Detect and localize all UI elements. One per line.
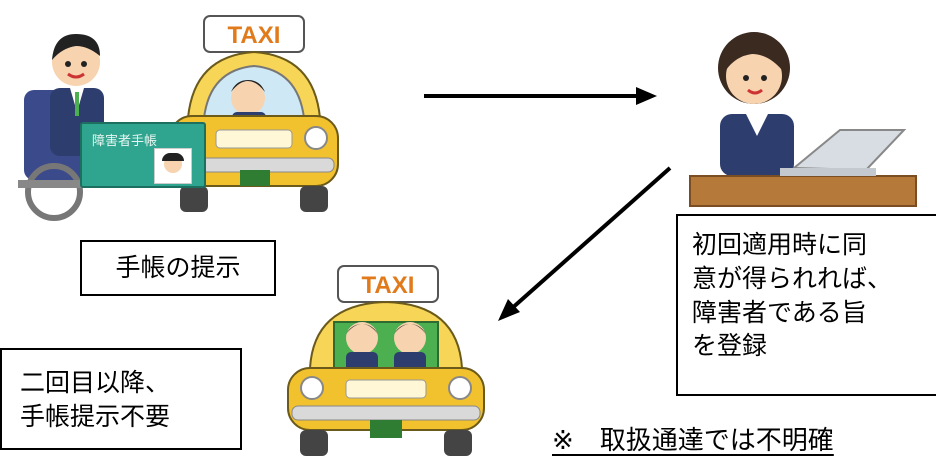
present-notebook-text: 手帳の提示 [115,253,241,283]
second-time-line-1: 二回目以降、 [20,368,171,397]
registration-line-1: 初回適用時に同 [692,230,868,259]
taxi-sign-text: TAXI [228,22,281,49]
registration-line-4: を登録 [692,331,768,361]
present-notebook-label: 手帳の提示 [80,240,276,296]
operator-illustration [689,32,917,207]
disability-notebook: 障害者手帳 [80,122,206,188]
registration-line-2: 意が得られれば、 [692,263,893,293]
footnote-unclear: ※ 取扱通達では不明確 [552,426,834,456]
second-time-note-box: 二回目以降、 手帳提示不要 [0,348,242,450]
registration-note-box: 初回適用時に同 意が得られれば、 障害者である旨 を登録 [676,214,936,396]
taxi-with-passenger-illustration: TAXI [287,265,485,456]
taxi-with-driver-illustration: TAXI [169,15,339,212]
notebook-photo [154,148,192,184]
taxi-sign-text: TAXI [362,272,415,299]
registration-line-3: 障害者である旨 [692,297,867,327]
second-time-line-2: 手帳提示不要 [20,401,171,431]
notebook-cover-text: 障害者手帳 [92,134,158,149]
